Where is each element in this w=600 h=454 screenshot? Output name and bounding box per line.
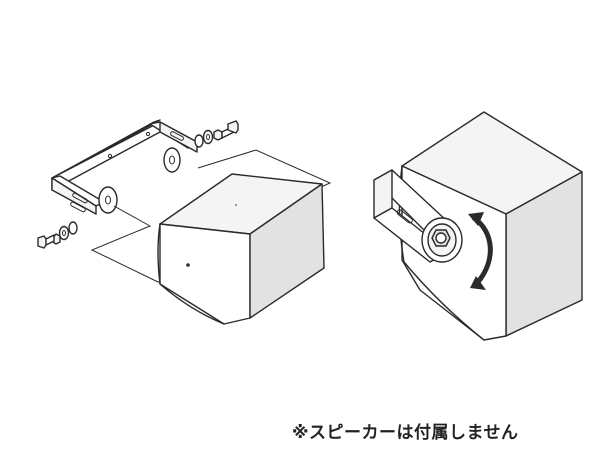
rotation-arrow-icon xyxy=(468,212,493,290)
lower-hardware xyxy=(37,186,118,249)
mounted-closeup xyxy=(373,111,583,341)
not-included-note: ※スピーカーは付属しません xyxy=(292,423,519,443)
washer-large-top xyxy=(163,147,181,173)
speaker-box xyxy=(157,173,325,325)
bolt-head xyxy=(435,232,447,244)
washer-large-bottom xyxy=(98,186,118,214)
exploded-assembly xyxy=(37,119,332,325)
u-bracket xyxy=(51,119,198,215)
fastener xyxy=(421,217,463,263)
upper-hardware xyxy=(163,120,239,173)
mount-hole xyxy=(186,263,190,267)
